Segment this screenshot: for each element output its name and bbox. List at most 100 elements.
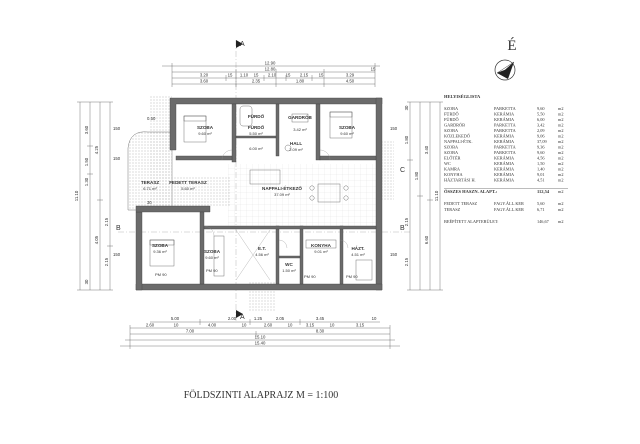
bottom-dim-r2-6: 3.15 — [306, 323, 315, 328]
schedule-floor: KERÁMIA — [494, 156, 515, 161]
schedule-area: 2,09 — [537, 128, 545, 134]
top-dim-r2-1: 15 — [371, 67, 376, 72]
room-name: HÁZT. — [351, 245, 364, 251]
schedule-floor: KERÁMIA — [494, 139, 515, 144]
room-area: 4.56 m² — [255, 252, 269, 257]
left-dim-0: 3.60 — [84, 125, 89, 134]
building — [127, 96, 394, 312]
schedule-floor: KERÁMIA — [494, 134, 515, 139]
schedule-extra-area: 5,60 — [537, 201, 545, 207]
left-dimensions: 11.10 3.60 1.50 1.30 4.25 4.05 2.15 2.15… — [74, 101, 113, 291]
room-area: 6.71 m² — [143, 186, 157, 191]
left-dim-4: 4.05 — [94, 235, 99, 244]
bottom-dim-r3-0: 7.00 — [186, 329, 195, 334]
schedule-floor: PARKETTA — [494, 106, 517, 111]
room-area: 9.36 m² — [153, 249, 167, 254]
bottom-dim-r1-0: 5.00 — [171, 316, 180, 321]
schedule-total-value: 112,54 — [537, 189, 550, 194]
room-labels: SZOBA 9.60 m² FÜRDŐ 5.50 m² GARDRÓB 3.42… — [141, 113, 366, 279]
top-dim-r4-3: 4.50 — [346, 79, 355, 84]
top-dim-r4-2: 1.80 — [296, 79, 305, 84]
left-dim-5: 2.15 — [104, 217, 109, 226]
bottom-dim-r4-0: 15.10 — [255, 335, 266, 340]
bottom-dimensions: 5.00 2.00 1.25 2.05 3.45 10 2.60 10 4.00… — [120, 316, 400, 349]
right-dim-5: 3.40 — [424, 145, 429, 154]
schedule-room-name: ELŐTÉR — [444, 156, 461, 161]
schedule-area: 1,40 — [537, 167, 545, 173]
right-terrace-hatch — [380, 140, 394, 200]
schedule-room-name: SZOBA — [444, 150, 459, 155]
room-name: NAPPALI-ÉTKEZŐ — [262, 184, 302, 191]
schedule-unit: m2 — [558, 112, 564, 117]
misc-label-2: 150 — [113, 156, 121, 161]
outer-wall-left — [135, 211, 143, 291]
schedule-area: 4,56 — [537, 156, 545, 162]
schedule-total-unit: m2 — [558, 189, 564, 194]
section-a-top: A — [240, 41, 245, 48]
schedule-floor: KERÁMIA — [494, 112, 515, 117]
schedule-extra-area: 6,71 — [537, 207, 545, 213]
room-area: 6.00 m² — [249, 146, 263, 151]
top-dim-overall: 12.90 — [265, 61, 276, 66]
right-dim-7: 11.10 — [434, 190, 439, 201]
schedule-room-name: HÁZTARTÁSI H. — [444, 178, 476, 183]
schedule-floor: PARKETTA — [494, 128, 517, 133]
schedule-extra-unit: m2 — [558, 207, 564, 212]
schedule-unit: m2 — [558, 139, 564, 144]
schedule-room-name: WC — [444, 161, 451, 166]
section-a-bottom: A — [240, 314, 245, 321]
bottom-dim-r1-5: 10 — [372, 316, 377, 321]
north-arrow-circle — [494, 59, 516, 81]
schedule-area: 3,42 — [537, 123, 545, 129]
schedule-room-name: GARDRÓB — [444, 123, 465, 128]
schedule-area: 1,50 — [537, 161, 545, 167]
schedule-area: 9,60 — [537, 150, 545, 156]
schedule-extra-floor: FAGY.ÁLL.KER — [494, 207, 524, 212]
room-area: 1.50 m² — [282, 268, 296, 273]
room-area: 9.60 m² — [340, 131, 354, 136]
schedule-area: 5,50 — [537, 112, 545, 118]
top-dimensions: 12.90 12.80 15 3.20 15 1.10 15 2.10 15 2… — [162, 61, 380, 87]
schedule-room-name: KONYHA — [444, 172, 464, 177]
left-dim-3: 4.25 — [94, 145, 99, 154]
top-dim-r3-3: 15 — [254, 73, 259, 78]
schedule-unit: m2 — [558, 167, 564, 172]
schedule-room-name: NAPPALI-ÉTK. — [444, 139, 473, 144]
top-dim-r3-7: 15 — [319, 73, 324, 78]
schedule-unit: m2 — [558, 156, 564, 161]
room-name: SZOBA — [152, 243, 169, 248]
left-dim-overall: 11.10 — [74, 190, 79, 201]
top-dim-r3-5: 15 — [286, 73, 291, 78]
bottom-dim-r2-0: 2.60 — [146, 323, 155, 328]
bottom-dim-r2-1: 10 — [174, 323, 179, 328]
north-label: É — [507, 37, 516, 54]
right-dim-0: 30 — [404, 105, 409, 110]
schedule-area: 37,09 — [537, 139, 547, 145]
schedule-floor: KERÁMIA — [494, 172, 515, 177]
north-arrow: É — [494, 37, 517, 81]
misc-label-3: 150 — [113, 252, 121, 257]
schedule-title: HELYISÉGLISTA — [444, 94, 481, 99]
bottom-dim-r3-1: 8.30 — [316, 329, 325, 334]
schedule-room-name: KAMRA — [444, 167, 461, 172]
schedule-floor: PARKETTA — [494, 123, 517, 128]
room-area: 37.09 m² — [274, 192, 290, 197]
schedule-unit: m2 — [558, 134, 564, 139]
schedule-unit: m2 — [558, 172, 564, 177]
schedule-built-value: 146,67 — [537, 219, 550, 225]
room-name: SZOBA — [204, 249, 221, 254]
room-area: 9.60 m² — [205, 255, 219, 260]
bottom-dim-r2-2: 4.00 — [208, 323, 217, 328]
schedule-built-unit: m2 — [558, 219, 564, 224]
schedule-unit: m2 — [558, 178, 564, 183]
top-dim-r4-0: 3.60 — [200, 79, 209, 84]
schedule-floor: PARKETTA — [494, 145, 517, 150]
room-area: 9.01 m² — [314, 249, 328, 254]
schedule-floor: KERÁMIA — [494, 178, 515, 183]
schedule-room-name: FÜRDŐ — [444, 112, 459, 117]
top-dim-r4-1: 2.35 — [252, 79, 261, 84]
schedule-unit: m2 — [558, 106, 564, 111]
bottom-dim-r1-4: 3.45 — [316, 316, 325, 321]
schedule-room-name: KÖZLEKEDŐ — [444, 134, 470, 139]
